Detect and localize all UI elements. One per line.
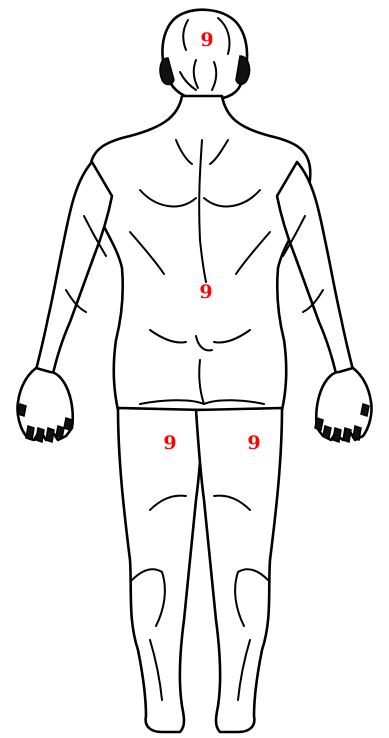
right-arm-outline <box>277 162 353 380</box>
label-left-thigh: 9 <box>158 434 182 453</box>
left-leg-outline <box>118 408 204 732</box>
label-right-thigh: 9 <box>242 434 266 453</box>
label-head: 9 <box>195 31 219 50</box>
label-lower-back: 9 <box>194 283 218 302</box>
head-outline <box>162 10 247 100</box>
left-arm-outline <box>36 162 112 380</box>
right-leg-outline <box>196 408 282 732</box>
